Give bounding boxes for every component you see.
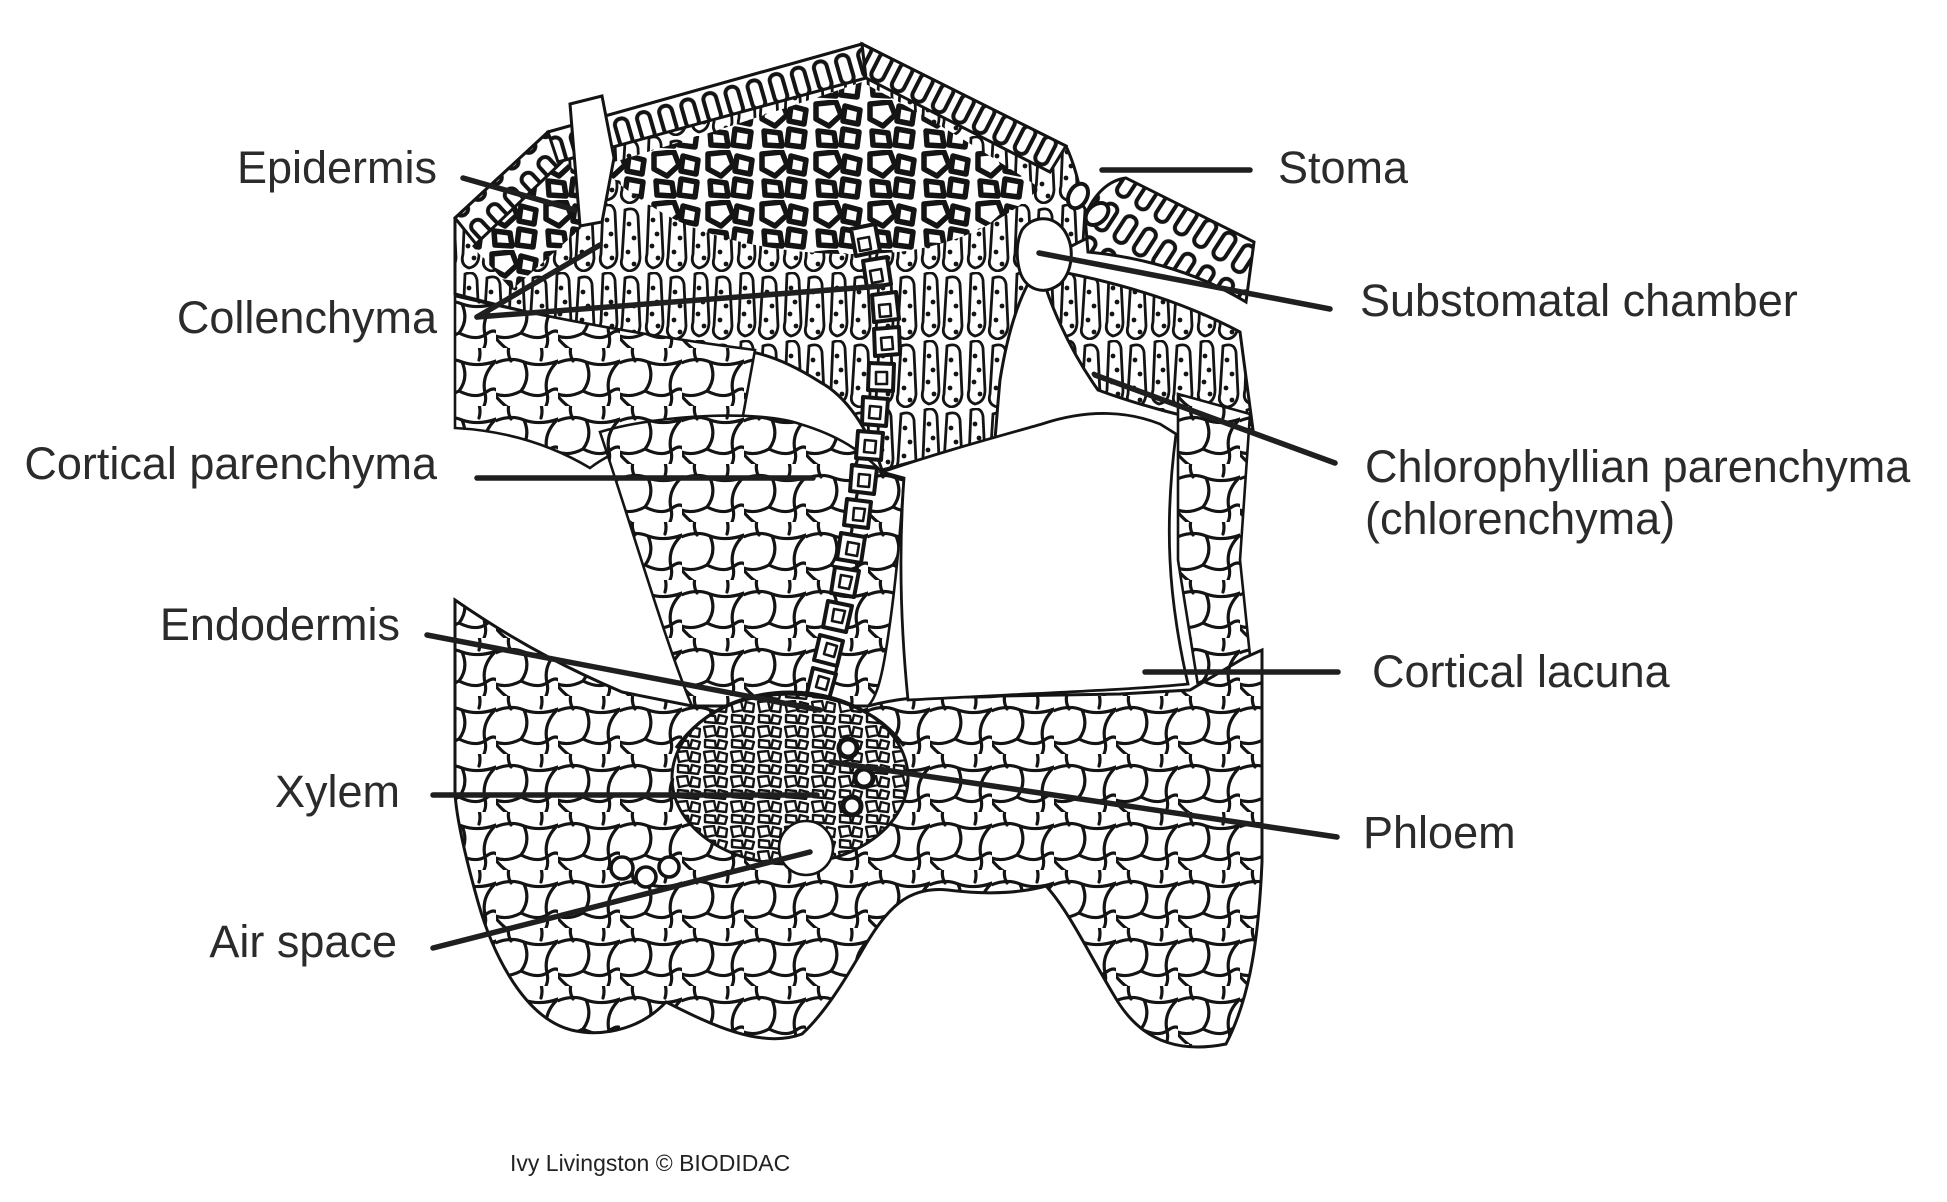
label-endodermis: Endodermis (159, 599, 400, 650)
epidermis-band-right (1083, 176, 1256, 305)
epidermis-band-roof-right (860, 41, 1069, 174)
credit-line: Ivy Livingston © BIODIDAC (510, 1150, 791, 1176)
air-space-cavity (777, 819, 835, 877)
endodermis-arc (674, 692, 906, 749)
xylem-elements (836, 736, 876, 818)
label-chlorophyllian-parenchyma-line2: (chlorenchyma) (1365, 493, 1676, 544)
label-xylem: Xylem (274, 766, 400, 817)
label-stoma: Stoma (1278, 142, 1409, 193)
label-phloem: Phloem (1363, 807, 1516, 858)
label-cortical-lacuna: Cortical lacuna (1372, 646, 1670, 697)
collenchyma-region (600, 82, 1040, 255)
leader-collenchyma-a (474, 242, 603, 320)
label-epidermis: Epidermis (236, 142, 437, 193)
label-substomatal-chamber: Substomatal chamber (1360, 275, 1798, 326)
leader-epidermis (460, 175, 578, 213)
collenchyma-subepidermal-strip (472, 160, 608, 290)
epidermis-cleft (568, 94, 616, 228)
label-collenchyma: Collenchyma (176, 292, 437, 343)
leader-endodermis (424, 632, 823, 713)
leader-phloem (828, 759, 1340, 840)
collenchyma-strand-outer (805, 222, 902, 701)
leader-air-space (430, 849, 813, 951)
leader-chlorophyllian-parenchyma (1092, 372, 1338, 466)
leader-substomatal-chamber (1036, 250, 1333, 312)
stoma-guard-cells (1065, 181, 1111, 227)
cortical-parenchyma-right-strip (1176, 392, 1252, 701)
collenchyma-strand-inner (814, 235, 895, 692)
cortical-lacuna-cavity (877, 412, 1190, 702)
protoxylem-ring-cells (609, 855, 681, 889)
label-chlorophyllian-parenchyma: Chlorophyllian parenchyma (chlorenchyma) (1365, 441, 1910, 545)
label-air-space: Air space (209, 916, 397, 967)
leader-collenchyma-b (474, 283, 885, 320)
label-cortical-parenchyma: Cortical parenchyma (24, 438, 437, 489)
label-chlorophyllian-parenchyma-line1: Chlorophyllian parenchyma (1365, 441, 1911, 492)
cortical-parenchyma-column (598, 414, 906, 708)
